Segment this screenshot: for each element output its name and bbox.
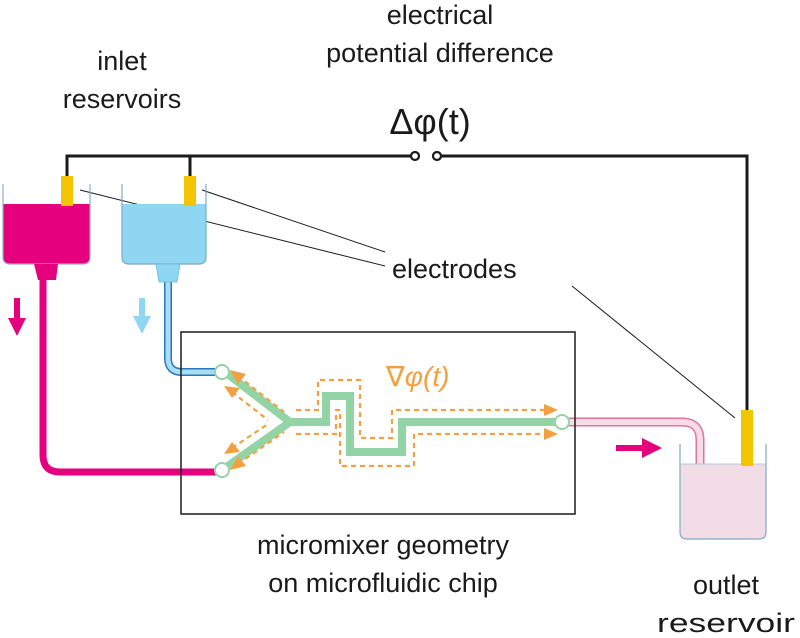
arrowhead-outlet-lower: [544, 428, 558, 440]
electric-field-lines: [231, 375, 548, 468]
grad-phi-label: ∇φ(t): [385, 361, 449, 392]
arrowhead-lower-arm-inner: [224, 442, 240, 454]
magenta-down-arrow: [8, 298, 26, 336]
outlet-reservoir-fluid: [680, 464, 766, 539]
blue-electrode: [184, 176, 196, 206]
blue-inlet-reservoir: [121, 176, 207, 283]
outlet-reservoir-outline: [679, 444, 767, 540]
blue-reservoir-fluid: [122, 204, 206, 264]
blue-funnel: [155, 263, 181, 283]
blue-down-arrow: [133, 298, 151, 334]
magenta-tube: [39, 280, 222, 476]
inlet-port-blue: [214, 364, 230, 380]
inlet-label-line1: inlet: [97, 46, 147, 76]
outlet-electrode: [741, 410, 753, 466]
switch-terminal-left: [409, 150, 421, 162]
outlet-label-line2: reservoir: [657, 608, 795, 638]
arrowhead-upper-arm: [230, 370, 246, 384]
field-line-lower-arm-inner: [231, 423, 269, 449]
chip-label-line2: on microfluidic chip: [268, 568, 498, 598]
magenta-reservoir-fluid: [3, 204, 90, 264]
wire-blue-electrode: [188, 154, 412, 182]
outlet-label-line1: outlet: [693, 570, 760, 600]
field-line-upper-arm-outer: [237, 375, 285, 413]
electrodes-label: electrodes: [392, 254, 517, 284]
inlet-port-magenta: [214, 462, 230, 478]
outlet-reservoir: [679, 410, 767, 540]
delta-phi-label: Δφ(t): [389, 101, 470, 142]
electrode-leader-lines: [79, 189, 736, 419]
wire-outlet-electrode: [437, 154, 749, 412]
magenta-right-arrow: [616, 438, 662, 458]
arrowhead-lower-arm: [230, 456, 246, 470]
arrowhead-upper-arm-inner: [224, 386, 240, 398]
potential-label-line1: electrical: [387, 0, 494, 30]
blue-tube: [165, 282, 222, 375]
channel-y-upper-arm: [222, 368, 293, 426]
wire-magenta-electrode: [65, 154, 190, 182]
microfluidic-chip: [180, 331, 576, 515]
arrowhead-outlet-upper: [544, 404, 558, 416]
field-line-lower-arm-outer: [237, 431, 285, 465]
outlet-port: [554, 414, 570, 430]
circuit-wires: [65, 154, 749, 412]
magenta-funnel: [34, 264, 58, 280]
inlet-label-line2: reservoirs: [63, 84, 182, 114]
leader-line-blue: [201, 189, 386, 253]
magenta-inlet-reservoir: [2, 176, 91, 280]
field-line-upper-arm-inner: [231, 391, 269, 421]
channel-serpentine: [290, 392, 560, 456]
switch-terminal-right: [431, 150, 443, 162]
leader-line-outlet: [571, 285, 736, 419]
leader-line-magenta: [79, 189, 386, 267]
field-line-serpentine-upper: [296, 378, 548, 440]
outlet-tube: [566, 419, 703, 465]
potential-label-line2: potential difference: [326, 38, 554, 68]
blue-tube-outline: [164, 282, 222, 376]
chip-label-line1: micromixer geometry: [257, 530, 510, 560]
magenta-electrode: [61, 176, 73, 206]
field-arrowheads: [224, 370, 558, 470]
